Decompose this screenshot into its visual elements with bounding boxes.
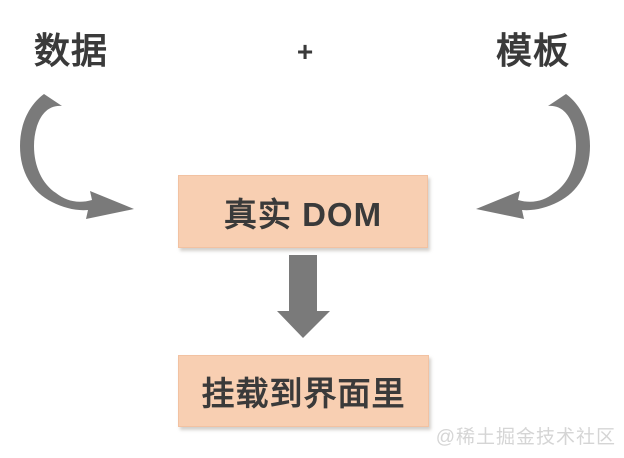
real-dom-node-label: 真实 DOM xyxy=(223,195,383,233)
watermark: @稀土掘金技术社区 xyxy=(435,427,616,448)
mount-node-label: 挂载到界面里 xyxy=(201,375,406,412)
real-dom-node: 真实 DOM xyxy=(178,175,428,248)
plus-operator: + xyxy=(296,36,314,67)
curved-arrow-down-right-icon xyxy=(20,94,134,219)
arrow-down-icon xyxy=(277,255,330,338)
data-label: 数据 xyxy=(33,30,108,71)
curved-arrow-down-left-icon xyxy=(476,94,590,219)
mount-node: 挂载到界面里 xyxy=(178,355,429,427)
template-label: 模板 xyxy=(495,30,570,71)
